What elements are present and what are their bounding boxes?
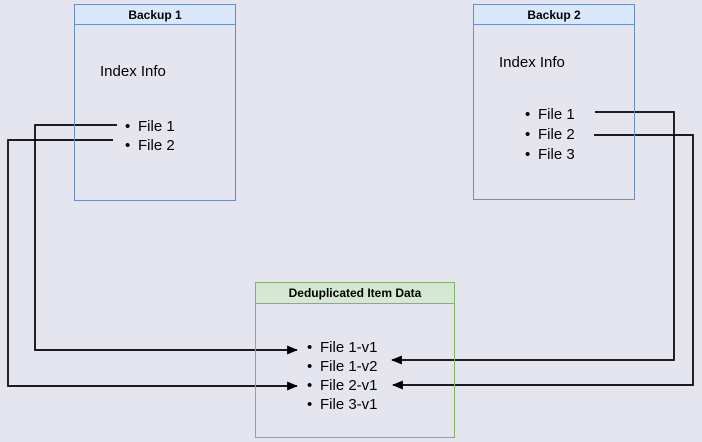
bullet-icon	[525, 106, 538, 123]
list-item: File 1	[525, 104, 575, 124]
list-item: File 1-v2	[307, 357, 378, 376]
bullet-icon	[307, 377, 320, 394]
list-item: File 2	[525, 124, 575, 144]
bullet-icon	[125, 137, 138, 154]
bullet-icon	[525, 126, 538, 143]
backup2-file-list: File 1 File 2 File 3	[525, 104, 575, 164]
bullet-icon	[525, 146, 538, 163]
list-item: File 2-v1	[307, 376, 378, 395]
bullet-icon	[307, 358, 320, 375]
backup1-box: Backup 1 Index Info File 1 File 2	[74, 4, 236, 201]
list-item-label: File 2-v1	[320, 377, 378, 394]
bullet-icon	[307, 396, 320, 413]
list-item-label: File 3	[538, 145, 575, 163]
backup2-box: Backup 2 Index Info File 1 File 2 File 3	[473, 4, 635, 200]
list-item-label: File 1	[538, 105, 575, 123]
deduplicated-item-data-box: Deduplicated Item Data File 1-v1 File 1-…	[255, 282, 455, 438]
dedup-item-list: File 1-v1 File 1-v2 File 2-v1 File 3-v1	[307, 338, 378, 414]
list-item-label: File 2	[538, 125, 575, 143]
list-item: File 2	[125, 136, 175, 155]
list-item-label: File 1-v1	[320, 339, 378, 356]
list-item: File 3	[525, 144, 575, 164]
backup1-file-list: File 1 File 2	[125, 117, 175, 155]
list-item-label: File 2	[138, 137, 175, 154]
bullet-icon	[307, 339, 320, 356]
list-item: File 1	[125, 117, 175, 136]
backup2-title: Backup 2	[474, 5, 634, 25]
backup2-index-info-label: Index Info	[499, 54, 565, 71]
list-item-label: File 1-v2	[320, 358, 378, 375]
backup1-title: Backup 1	[75, 5, 235, 25]
list-item-label: File 3-v1	[320, 396, 378, 413]
list-item-label: File 1	[138, 118, 175, 135]
backup1-index-info-label: Index Info	[100, 63, 166, 80]
deduplicated-item-data-title: Deduplicated Item Data	[256, 283, 454, 304]
list-item: File 1-v1	[307, 338, 378, 357]
bullet-icon	[125, 118, 138, 135]
list-item: File 3-v1	[307, 395, 378, 414]
